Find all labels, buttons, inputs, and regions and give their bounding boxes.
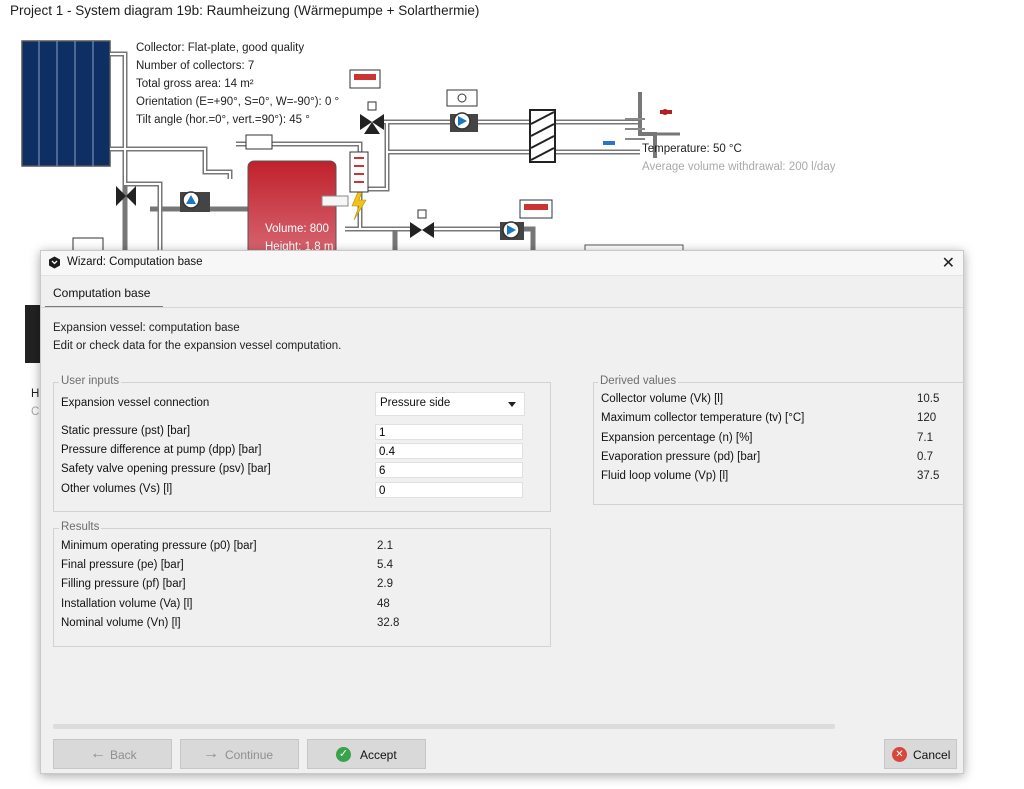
window-title: Project 1 - System diagram 19b: Raumheiz… (10, 3, 480, 18)
app-logo-icon (49, 256, 60, 269)
tab-label: Computation base (53, 286, 151, 300)
result-row-value: 2.9 (377, 578, 393, 590)
dialog-titlebar (41, 251, 963, 276)
derived-row-label: Evaporation pressure (pd) [bar] (601, 451, 761, 463)
derived-row-value: 7.1 (917, 432, 933, 444)
pump-icon (500, 221, 524, 240)
derived-row-label: Maximum collector temperature (tv) [°C] (601, 412, 805, 424)
pump-icon (180, 191, 210, 212)
cancel-button[interactable]: ✕ Cancel (884, 739, 957, 769)
results-label: Results (59, 521, 102, 533)
collector-count: Number of collectors: 7 (136, 60, 255, 72)
accept-label: Accept (360, 748, 397, 762)
result-row-label: Filling pressure (pf) [bar] (61, 578, 186, 590)
other-volumes-label: Other volumes (Vs) [l] (61, 483, 173, 495)
controller-icon (349, 69, 381, 89)
collector-orientation: Orientation (E=+90°, S=0°, W=-90°): 0 ° (136, 96, 340, 108)
arrow-left-icon: ← (90, 745, 106, 762)
tank-volume-label: Volume: 800 (265, 223, 329, 235)
controller-icon (245, 134, 273, 150)
cancel-label: Cancel (913, 748, 951, 762)
other-volumes-input[interactable]: 0 (375, 482, 523, 498)
storage-tank-icon (247, 160, 349, 254)
dialog-title: Wizard: Computation base (67, 256, 203, 268)
safety-valve-input[interactable]: 6 (375, 462, 523, 478)
collector-tilt: Tilt angle (hor.=0°, vert.=90°): 45 ° (136, 114, 310, 126)
continue-button[interactable]: → Continue (180, 739, 299, 769)
tab-divider (41, 307, 963, 308)
pump-icon (450, 112, 478, 132)
system-diagram (0, 24, 1024, 254)
controller-icon (519, 199, 553, 219)
derived-row-value: 10.5 (917, 393, 940, 405)
mixing-valve-icon (360, 101, 384, 134)
heat-exchanger-icon (529, 109, 556, 163)
close-icon[interactable]: ✕ (941, 255, 955, 272)
result-row-label: Minimum operating pressure (p0) [bar] (61, 540, 257, 552)
user-inputs-group (53, 382, 551, 512)
collector-area: Total gross area: 14 m² (136, 78, 254, 90)
solar-collector-icon (21, 40, 111, 167)
mixing-valve-icon (116, 186, 136, 206)
derived-row-label: Expansion percentage (n) [%] (601, 432, 753, 444)
mixing-valve-icon (410, 209, 434, 238)
dhw-temperature: Temperature: 50 °C (642, 143, 742, 155)
chevron-down-icon (508, 402, 516, 407)
result-row-value: 48 (377, 598, 390, 610)
results-group (53, 528, 551, 647)
connection-label: Expansion vessel connection (61, 397, 210, 409)
result-row-value: 32.8 (377, 617, 400, 629)
cancel-icon: ✕ (892, 747, 907, 762)
wizard-dialog: Wizard: Computation base ✕ Computation b… (40, 250, 964, 774)
connection-value: Pressure side (380, 397, 451, 409)
derived-values-group (593, 382, 964, 505)
derived-row-value: 0.7 (917, 451, 933, 463)
arrow-right-icon: → (203, 745, 219, 762)
controller-icon (446, 89, 478, 107)
result-row-label: Nominal volume (Vn) [l] (61, 617, 181, 629)
result-row-value: 2.1 (377, 540, 393, 552)
static-pressure-label: Static pressure (pst) [bar] (61, 425, 191, 437)
continue-label: Continue (225, 748, 274, 762)
result-row-label: Final pressure (pe) [bar] (61, 559, 184, 571)
partial-label-1: H (31, 388, 40, 400)
shower-icon (603, 118, 645, 145)
derived-row-value: 37.5 (917, 470, 940, 482)
water-tap-icon (638, 92, 680, 158)
static-pressure-input[interactable]: 1 (375, 424, 523, 440)
connection-select[interactable]: Pressure side (375, 392, 525, 416)
safety-valve-label: Safety valve opening pressure (psv) [bar… (61, 463, 271, 475)
back-button[interactable]: ← Back (53, 739, 172, 769)
sensor-strip-icon (349, 151, 369, 193)
derived-values-label: Derived values (598, 375, 679, 387)
intro-description: Edit or check data for the expansion ves… (53, 340, 342, 352)
horizontal-scrollbar[interactable] (53, 724, 835, 729)
result-row-label: Installation volume (Va) [l] (61, 598, 193, 610)
accept-button[interactable]: ✓ Accept (307, 739, 426, 769)
pump-pressure-input[interactable]: 0.4 (375, 443, 523, 459)
result-row-value: 5.4 (377, 559, 393, 571)
derived-row-value: 120 (917, 412, 937, 424)
collector-type: Collector: Flat-plate, good quality (136, 42, 305, 54)
user-inputs-label: User inputs (59, 375, 122, 387)
intro-heading: Expansion vessel: computation base (53, 322, 240, 334)
dhw-withdrawal: Average volume withdrawal: 200 l/day (642, 161, 836, 173)
checkmark-icon: ✓ (336, 747, 351, 762)
derived-row-label: Collector volume (Vk) [l] (601, 393, 724, 405)
partial-label-2: C (31, 406, 40, 418)
pump-pressure-label: Pressure difference at pump (dpp) [bar] (61, 444, 262, 456)
tab-computation-base[interactable]: Computation base (45, 280, 163, 308)
collector-info: Collector: Flat-plate, good quality Numb… (136, 39, 339, 129)
dark-panel (25, 305, 40, 363)
derived-row-label: Fluid loop volume (Vp) [l] (601, 470, 729, 482)
back-label: Back (110, 748, 137, 762)
